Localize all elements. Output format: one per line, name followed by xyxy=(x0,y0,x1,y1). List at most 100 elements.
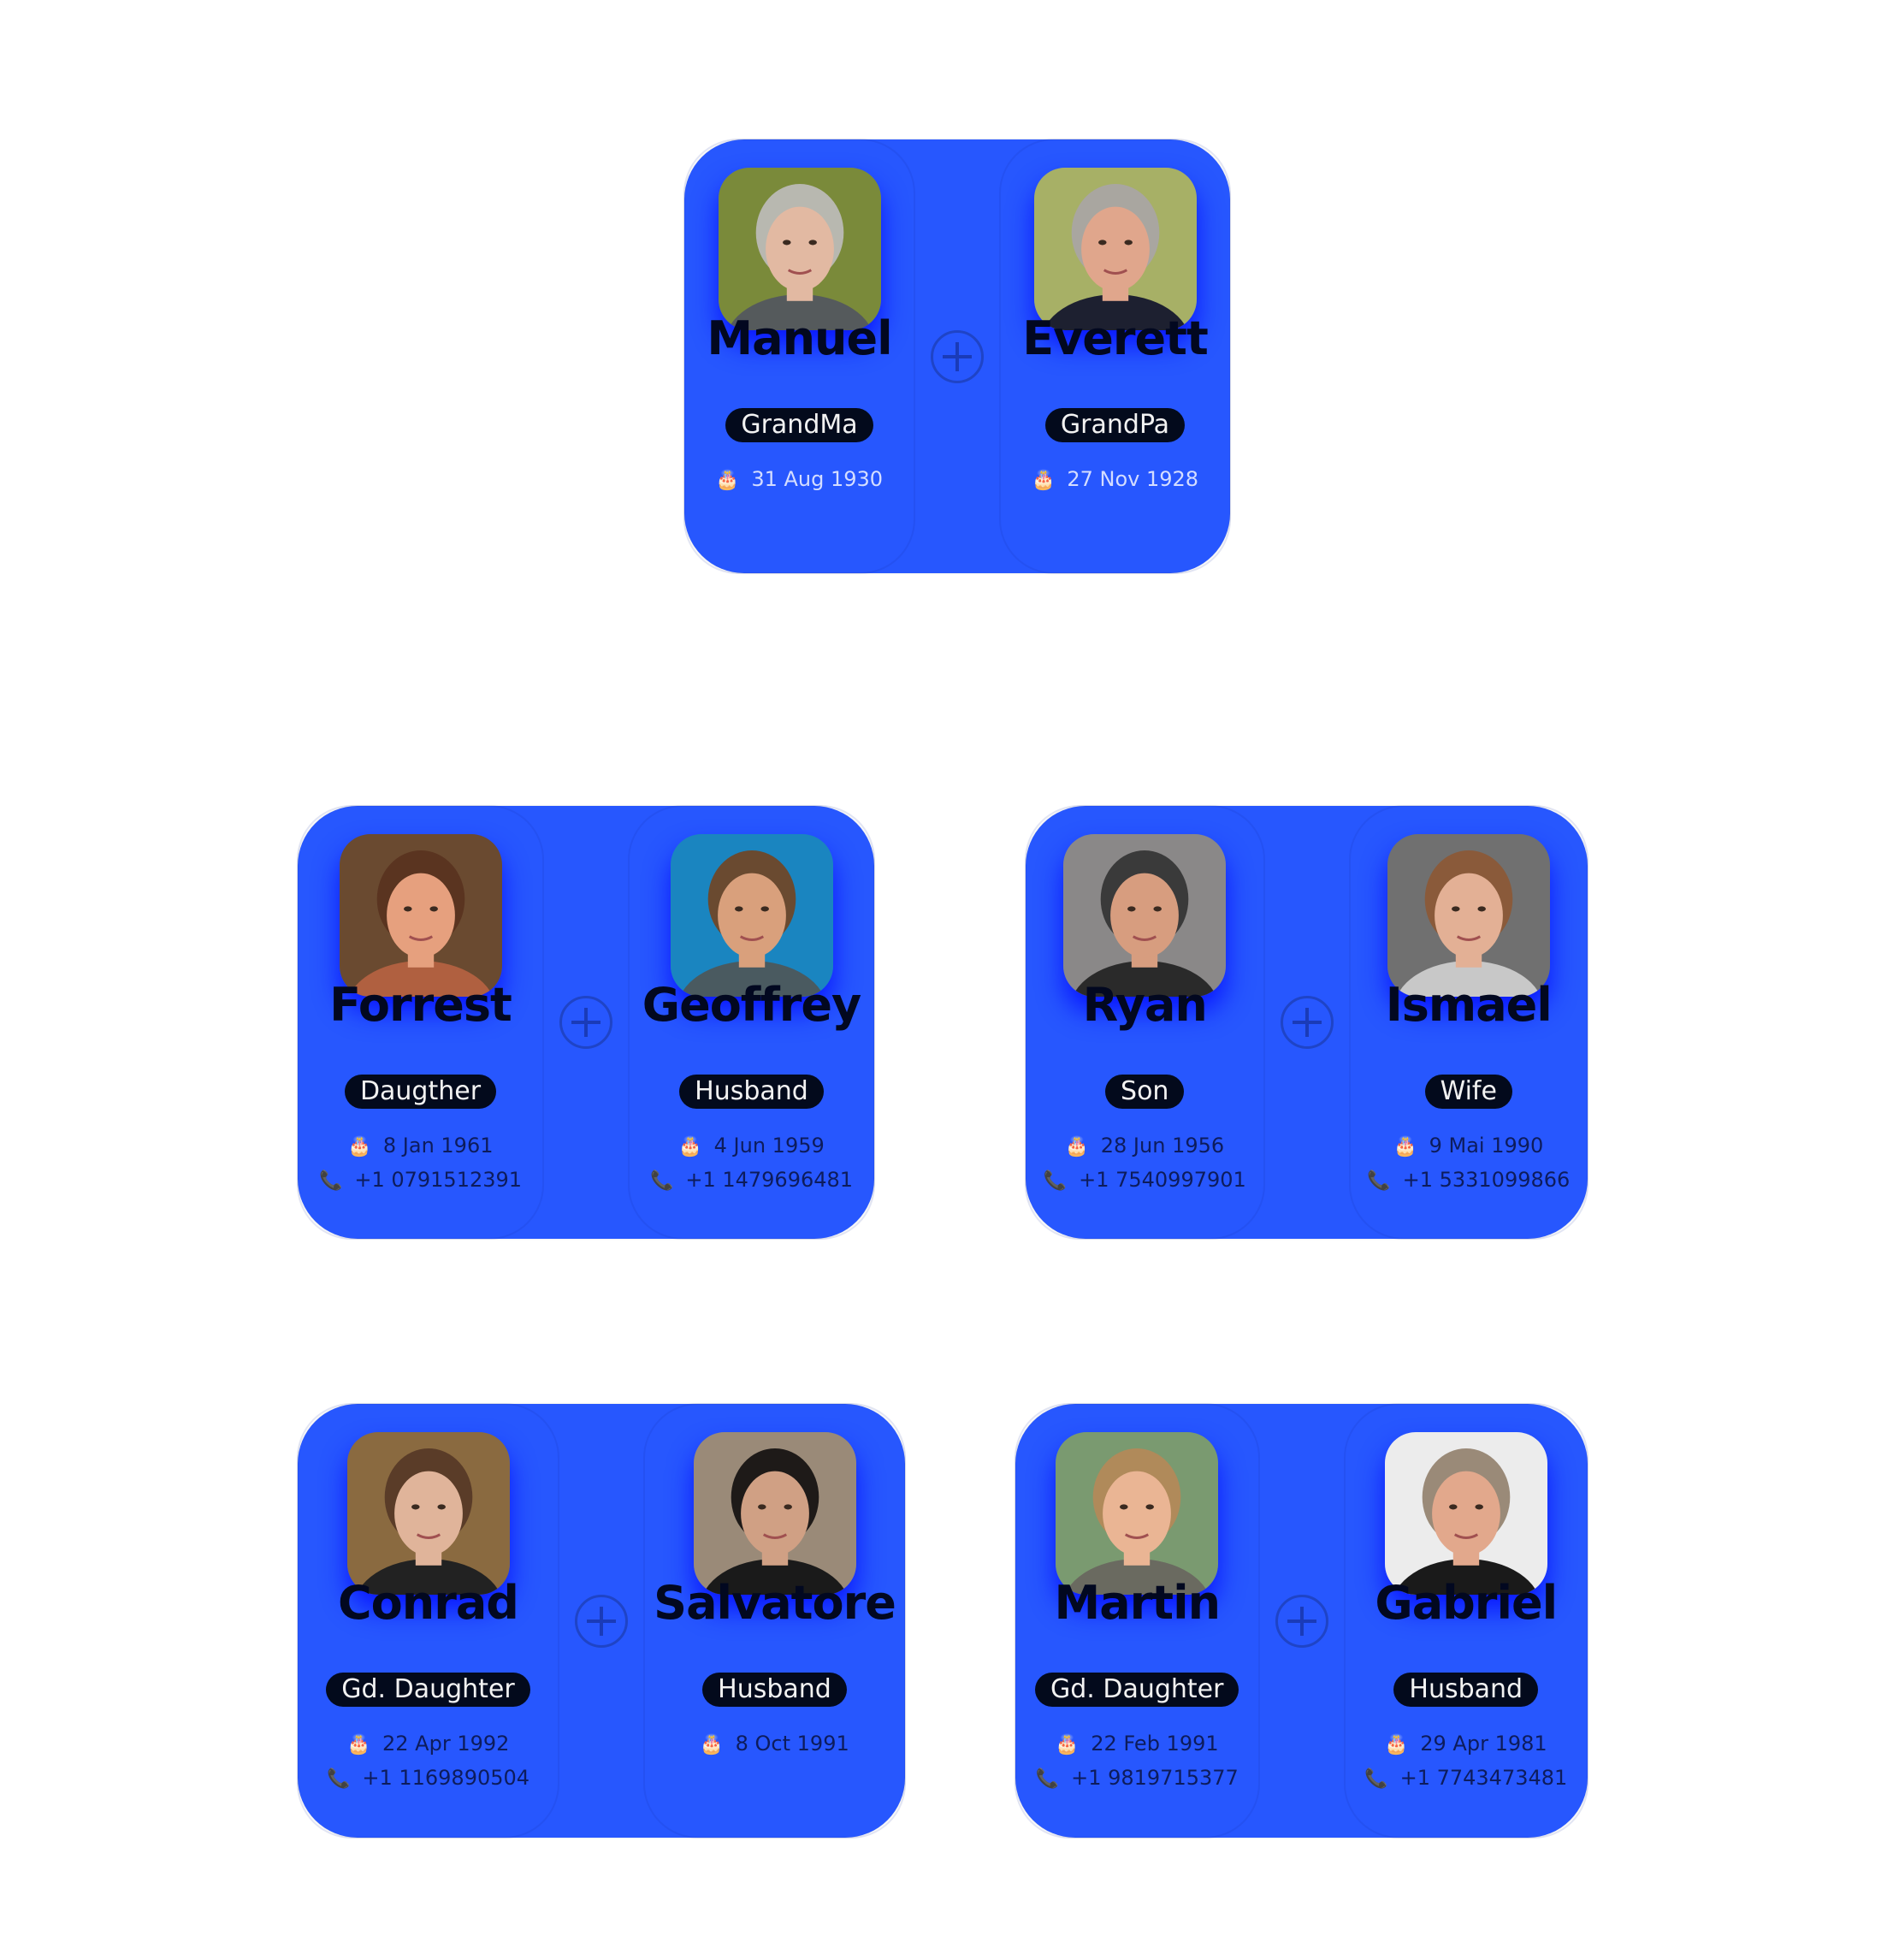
phone-row: 📞 +1 9819715377 xyxy=(1016,1764,1258,1793)
relation-badge: GrandMa xyxy=(725,408,873,442)
person-name: Salvatore xyxy=(654,1576,896,1630)
person-name: Ismael xyxy=(1385,978,1553,1032)
person-name: Martin xyxy=(1054,1576,1221,1630)
relation-badge: Son xyxy=(1105,1075,1185,1109)
birthday-cake-icon: 🎂 xyxy=(1031,470,1056,491)
plus-column xyxy=(1259,1404,1345,1838)
add-relation-button[interactable] xyxy=(559,996,612,1049)
plus-column xyxy=(559,1404,644,1838)
birthday-cake-icon: 🎂 xyxy=(715,470,740,491)
phone-icon: 📞 xyxy=(318,1170,343,1192)
birthday-cake-icon: 🎂 xyxy=(700,1734,724,1756)
birthday-row: 🎂31 Aug 1930 xyxy=(685,465,914,494)
add-relation-button[interactable] xyxy=(575,1594,628,1648)
birthday-row: 🎂 29 Apr 1981 xyxy=(1346,1730,1588,1759)
birthday-row: 🎂 22 Feb 1991 xyxy=(1016,1730,1258,1759)
relation-badge: Husband xyxy=(679,1075,824,1109)
person-card[interactable]: Geoffrey Husband 🎂 4 Jun 1959 📞 +1 1479696… xyxy=(628,805,875,1240)
avatar xyxy=(1056,1432,1219,1595)
avatar xyxy=(339,834,502,997)
phone-icon: 📞 xyxy=(1043,1170,1068,1192)
birthday-row: 🎂 22 Apr 1992 xyxy=(299,1730,558,1759)
add-relation-button[interactable] xyxy=(931,329,984,383)
phone-row: 📞 +1 1169890504 xyxy=(299,1764,558,1793)
person-name: Everett xyxy=(1022,311,1209,365)
birthday-row: 🎂 9 Mai 1990 xyxy=(1351,1132,1588,1161)
person-card[interactable]: Everett GrandPa 🎂 27 Nov 1928 xyxy=(999,139,1231,574)
couple-card: Forrest Daugther 🎂8 Jan 1961 📞 +1 0791512… xyxy=(297,805,875,1240)
plus-column xyxy=(543,806,629,1239)
person-name: Conrad xyxy=(338,1576,519,1630)
person-card[interactable]: Conrad Gd. Daughter 🎂 22 Apr 1992 📞 +1 116… xyxy=(297,1403,559,1839)
person-card[interactable]: Ismael Wife 🎂 9 Mai 1990 📞 +1 5331099866 xyxy=(1348,805,1588,1240)
birthday-text: 22 Apr 1992 xyxy=(382,1732,510,1756)
person-card[interactable]: Manuel GrandMa 🎂31 Aug 1930 xyxy=(683,139,915,574)
avatar xyxy=(1063,834,1227,997)
birthday-text: 8 Oct 1991 xyxy=(735,1732,849,1756)
phone-text[interactable]: +1 5331099866 xyxy=(1402,1168,1571,1192)
phone-text[interactable]: +1 7743473481 xyxy=(1399,1766,1568,1790)
avatar xyxy=(346,1432,510,1595)
birthday-row: 🎂 8 Oct 1991 xyxy=(645,1730,904,1759)
avatar xyxy=(718,168,881,330)
person-name: Ryan xyxy=(1082,978,1208,1032)
couple-card: Manuel GrandMa 🎂31 Aug 1930 Everett Gran… xyxy=(683,139,1231,574)
phone-icon: 📞 xyxy=(326,1768,351,1790)
person-name: Forrest xyxy=(329,978,512,1032)
phone-text[interactable]: +1 1479696481 xyxy=(685,1168,854,1192)
person-card[interactable]: Salvatore Husband 🎂 8 Oct 1991 xyxy=(643,1403,906,1839)
add-relation-button[interactable] xyxy=(1275,1594,1328,1648)
birthday-text: 9 Mai 1990 xyxy=(1429,1134,1544,1158)
birthday-text: 4 Jun 1959 xyxy=(713,1134,825,1158)
relation-badge: Wife xyxy=(1424,1075,1512,1109)
couple-card: Martin Gd. Daughter 🎂 22 Feb 1991 📞 +1 981… xyxy=(1015,1403,1588,1839)
relation-badge: Husband xyxy=(702,1673,847,1707)
relation-badge: Husband xyxy=(1393,1673,1539,1707)
add-relation-button[interactable] xyxy=(1280,996,1334,1049)
person-card[interactable]: Forrest Daugther 🎂8 Jan 1961 📞 +1 0791512… xyxy=(297,805,544,1240)
birthday-row: 🎂8 Jan 1961 xyxy=(299,1132,542,1161)
birthday-row: 🎂 28 Jun 1956 xyxy=(1026,1132,1263,1161)
relation-badge: Gd. Daughter xyxy=(326,1673,530,1707)
birthday-cake-icon: 🎂 xyxy=(1393,1136,1417,1158)
birthday-row: 🎂 27 Nov 1928 xyxy=(1001,465,1229,494)
birthday-cake-icon: 🎂 xyxy=(1384,1734,1409,1756)
birthday-cake-icon: 🎂 xyxy=(347,1136,371,1158)
phone-row: 📞 +1 1479696481 xyxy=(630,1166,873,1195)
person-card[interactable]: Martin Gd. Daughter 🎂 22 Feb 1991 📞 +1 981… xyxy=(1015,1403,1260,1839)
phone-text[interactable]: +1 9819715377 xyxy=(1071,1766,1239,1790)
birthday-text: 29 Apr 1981 xyxy=(1420,1732,1547,1756)
phone-text[interactable]: +1 0791512391 xyxy=(354,1168,523,1192)
birthday-text: 27 Nov 1928 xyxy=(1067,467,1199,491)
couple-card: Ryan Son 🎂 28 Jun 1956 📞 +1 7540997901 Ism… xyxy=(1025,805,1588,1240)
plus-column xyxy=(914,139,1000,573)
avatar xyxy=(670,834,833,997)
birthday-row: 🎂 4 Jun 1959 xyxy=(630,1132,873,1161)
person-name: Gabriel xyxy=(1375,1576,1558,1630)
person-card[interactable]: Ryan Son 🎂 28 Jun 1956 📞 +1 7540997901 xyxy=(1025,805,1265,1240)
birthday-cake-icon: 🎂 xyxy=(678,1136,702,1158)
phone-text[interactable]: +1 7540997901 xyxy=(1079,1168,1246,1192)
phone-row: 📞 +1 0791512391 xyxy=(299,1166,542,1195)
birthday-text: 22 Feb 1991 xyxy=(1091,1732,1219,1756)
person-name: Manuel xyxy=(707,311,892,365)
relation-badge: Gd. Daughter xyxy=(1035,1673,1239,1707)
birthday-cake-icon: 🎂 xyxy=(1055,1734,1080,1756)
phone-row: 📞 +1 7743473481 xyxy=(1346,1764,1588,1793)
relation-badge: GrandPa xyxy=(1044,408,1186,442)
birthday-cake-icon: 🎂 xyxy=(1065,1136,1089,1158)
person-name: Geoffrey xyxy=(642,978,862,1032)
phone-icon: 📞 xyxy=(1035,1768,1060,1790)
person-card[interactable]: Gabriel Husband 🎂 29 Apr 1981 📞 +1 7743473… xyxy=(1343,1403,1588,1839)
couple-card: Conrad Gd. Daughter 🎂 22 Apr 1992 📞 +1 116… xyxy=(297,1403,906,1839)
birthday-text: 28 Jun 1956 xyxy=(1100,1134,1225,1158)
phone-icon: 📞 xyxy=(1367,1170,1391,1192)
relation-badge: Daugther xyxy=(344,1075,497,1109)
birthday-cake-icon: 🎂 xyxy=(346,1734,370,1756)
phone-row: 📞 +1 5331099866 xyxy=(1351,1166,1588,1195)
phone-icon: 📞 xyxy=(649,1170,674,1192)
phone-text[interactable]: +1 1169890504 xyxy=(362,1766,530,1790)
phone-icon: 📞 xyxy=(1364,1768,1388,1790)
avatar xyxy=(1387,834,1550,997)
plus-column xyxy=(1264,806,1350,1239)
